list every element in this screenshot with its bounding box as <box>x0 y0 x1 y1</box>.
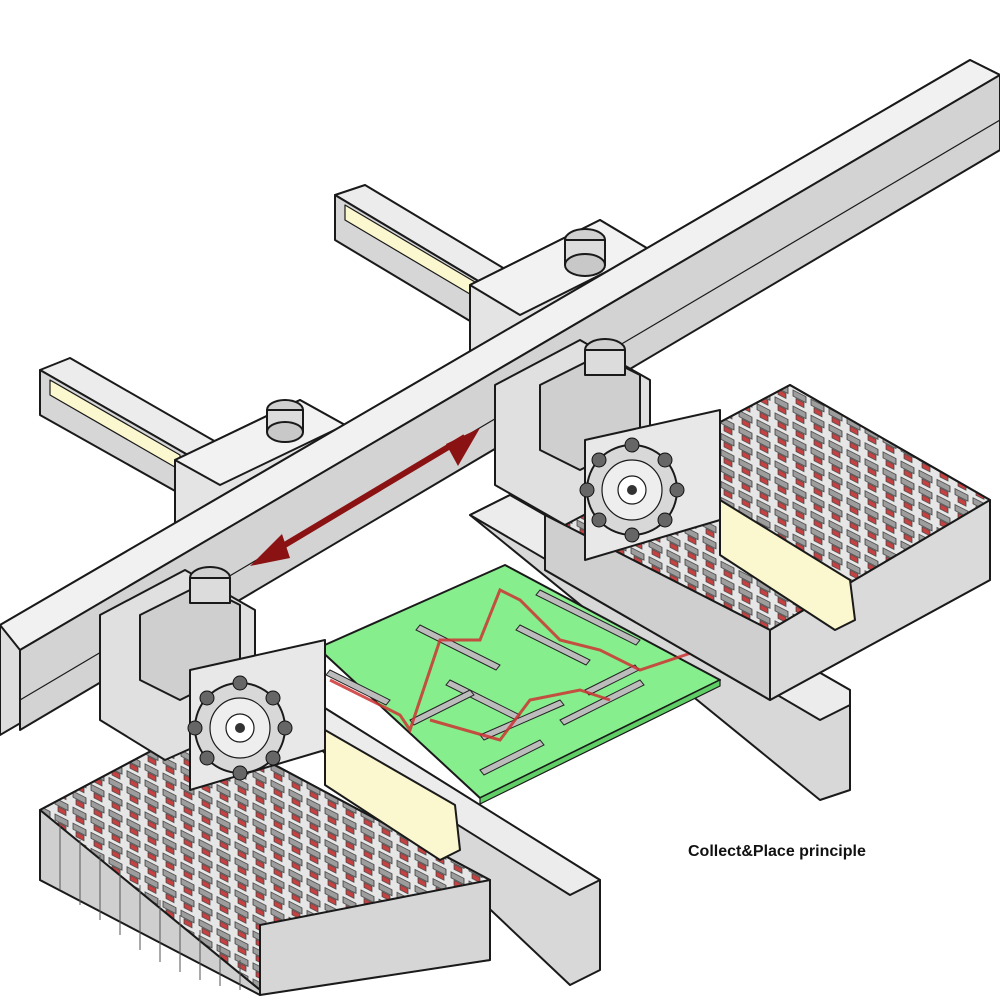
revolver-head-icon <box>579 437 685 543</box>
double-arrow-icon <box>250 428 480 566</box>
placement-path <box>329 587 701 734</box>
placement-head-left <box>99 566 461 861</box>
placement-head-right <box>494 338 856 631</box>
pcb-board <box>317 564 721 805</box>
diagram-caption: Collect&Place principle <box>688 843 866 860</box>
revolver-head-icon <box>187 675 293 781</box>
feeder-bank-left <box>39 724 491 996</box>
